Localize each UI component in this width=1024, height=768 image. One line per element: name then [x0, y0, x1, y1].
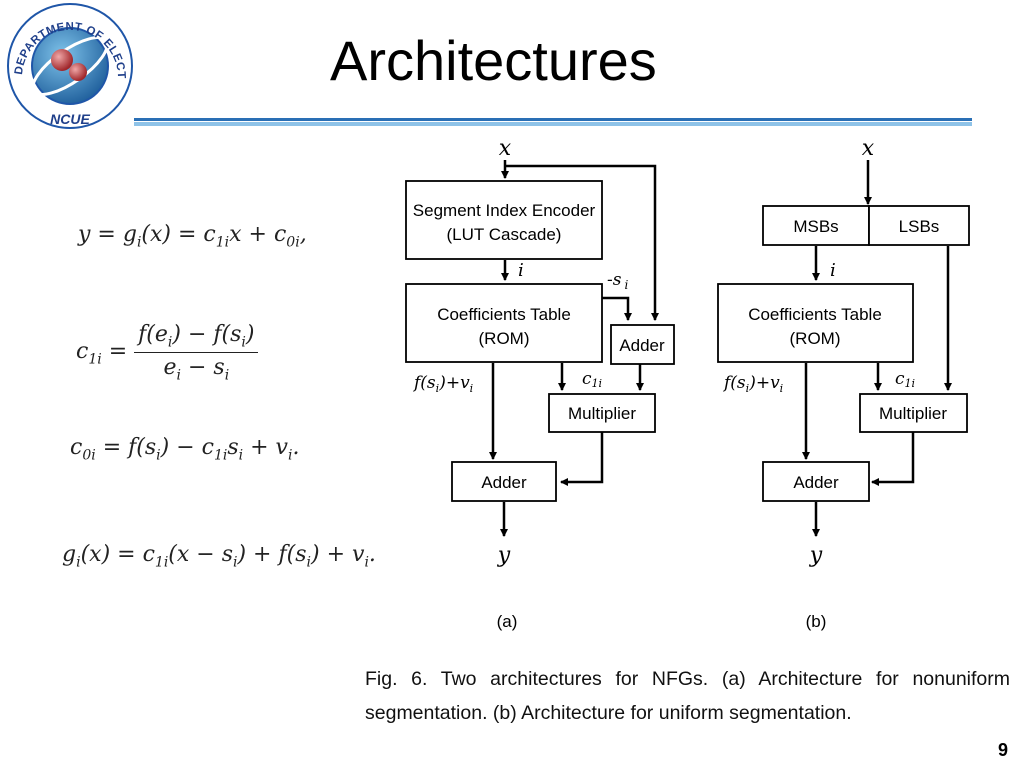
c1i-label-a: c1i [582, 369, 602, 390]
equation-linear-approx: y = gi(x) = c1ix + c0i, [78, 222, 307, 251]
title-underline-light [134, 122, 972, 126]
coefficients-table-box-b [717, 283, 914, 363]
coefficients-table-box-a [405, 283, 603, 363]
output-y-a: y [497, 543, 511, 568]
equation-g-function: gi(x) = c1i(x − si) + f(si) + vi. [62, 542, 376, 571]
multiplier-box-a [548, 393, 656, 433]
adder-b-label: Adder [793, 473, 839, 492]
page-number: 9 [997, 740, 1008, 760]
segment-index-encoder-box [405, 180, 603, 260]
slide-title: Architectures [330, 29, 657, 92]
caption-b: (b) [806, 612, 827, 631]
equation-intercept: c0i = f(si) − c1isi + vi. [70, 435, 300, 464]
c1i-label-b: c1i [895, 369, 915, 390]
multiplier-box-b [859, 393, 968, 433]
adder-box-a-bottom [451, 461, 557, 502]
coeff-table-a-line1: Coefficients Table [437, 305, 571, 324]
adder-a-bottom-label: Adder [481, 473, 527, 492]
coeff-table-a-line2: (ROM) [479, 329, 530, 348]
multiplier-a-label: Multiplier [568, 404, 636, 423]
output-y-b: y [809, 543, 823, 568]
encoder-label-line2: (LUT Cascade) [447, 225, 562, 244]
adder-a-top-label: Adder [619, 336, 665, 355]
encoder-label-line1: Segment Index Encoder [413, 201, 596, 220]
msbs-box [762, 205, 870, 246]
department-logo: DEPARTMENT OF ELECTRONIC ENGINEERING NCU… [0, 0, 133, 129]
title-underline [134, 118, 972, 121]
coeff-table-b-line2: (ROM) [790, 329, 841, 348]
equation-slope: c1i = f(ei) − f(si) ei − si [76, 322, 259, 384]
logo-ncue-text: NCUE [50, 111, 90, 127]
lsbs-label: LSBs [899, 217, 940, 236]
f-label-b: f(si)+vi [722, 373, 783, 395]
adder-box-a-top [610, 324, 675, 365]
input-x-b: x [862, 136, 875, 161]
signal-i-b: i [830, 260, 836, 281]
input-x-a: x [499, 136, 512, 161]
lsbs-box [868, 205, 970, 246]
msbs-label: MSBs [793, 217, 838, 236]
signal-i-a: i [518, 260, 524, 281]
multiplier-b-label: Multiplier [879, 404, 947, 423]
coeff-table-b-line1: Coefficients Table [748, 305, 882, 324]
caption-a: (a) [497, 612, 518, 631]
figure-caption: Fig. 6. Two architectures for NFGs. (a) … [365, 668, 1010, 724]
adder-box-b [762, 461, 870, 502]
f-label-a: f(si)+vi [412, 373, 473, 395]
